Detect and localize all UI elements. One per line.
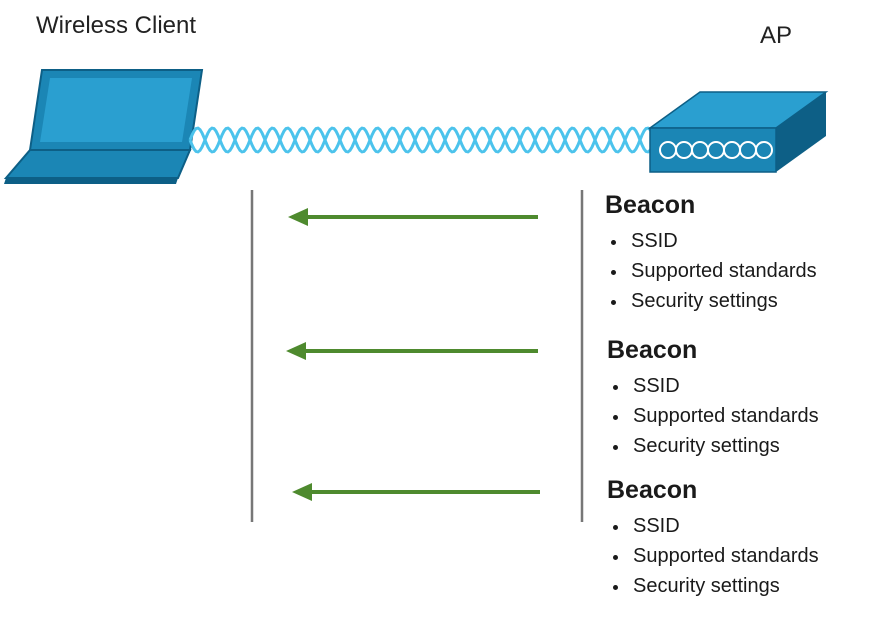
wireless-client-label: Wireless Client (36, 12, 197, 39)
beacon-title: Beacon (607, 336, 698, 364)
beacon-field-standards: Supported standards (607, 541, 874, 571)
beacon-field-security: Security settings (607, 571, 874, 601)
laptop-icon (3, 69, 204, 184)
wave-strand (188, 126, 654, 154)
access-point-icon (647, 91, 829, 173)
beacon-field-standards: Supported standards (607, 401, 874, 431)
beacon-title: Beacon (607, 476, 698, 504)
beacon-frame: Beacon SSID Supported standards Security… (605, 190, 874, 316)
beacon-title: Beacon (605, 191, 696, 219)
beacon-arrow (292, 483, 540, 501)
ap-label: AP (760, 22, 793, 49)
beacon-arrow (288, 208, 538, 226)
beacon-frame: Beacon SSID Supported standards Security… (607, 475, 874, 601)
beacon-field-standards: Supported standards (605, 256, 874, 286)
beacon-field-ssid: SSID (605, 226, 874, 256)
beacon-field-ssid: SSID (607, 371, 874, 401)
wireless-signal-waves (188, 126, 654, 154)
beacon-arrow (286, 342, 538, 360)
beacon-field-security: Security settings (605, 286, 874, 316)
beacon-frame: Beacon SSID Supported standards Security… (607, 335, 874, 461)
wave-strand (188, 126, 654, 154)
beacon-field-ssid: SSID (607, 511, 874, 541)
beacon-field-security: Security settings (607, 431, 874, 461)
